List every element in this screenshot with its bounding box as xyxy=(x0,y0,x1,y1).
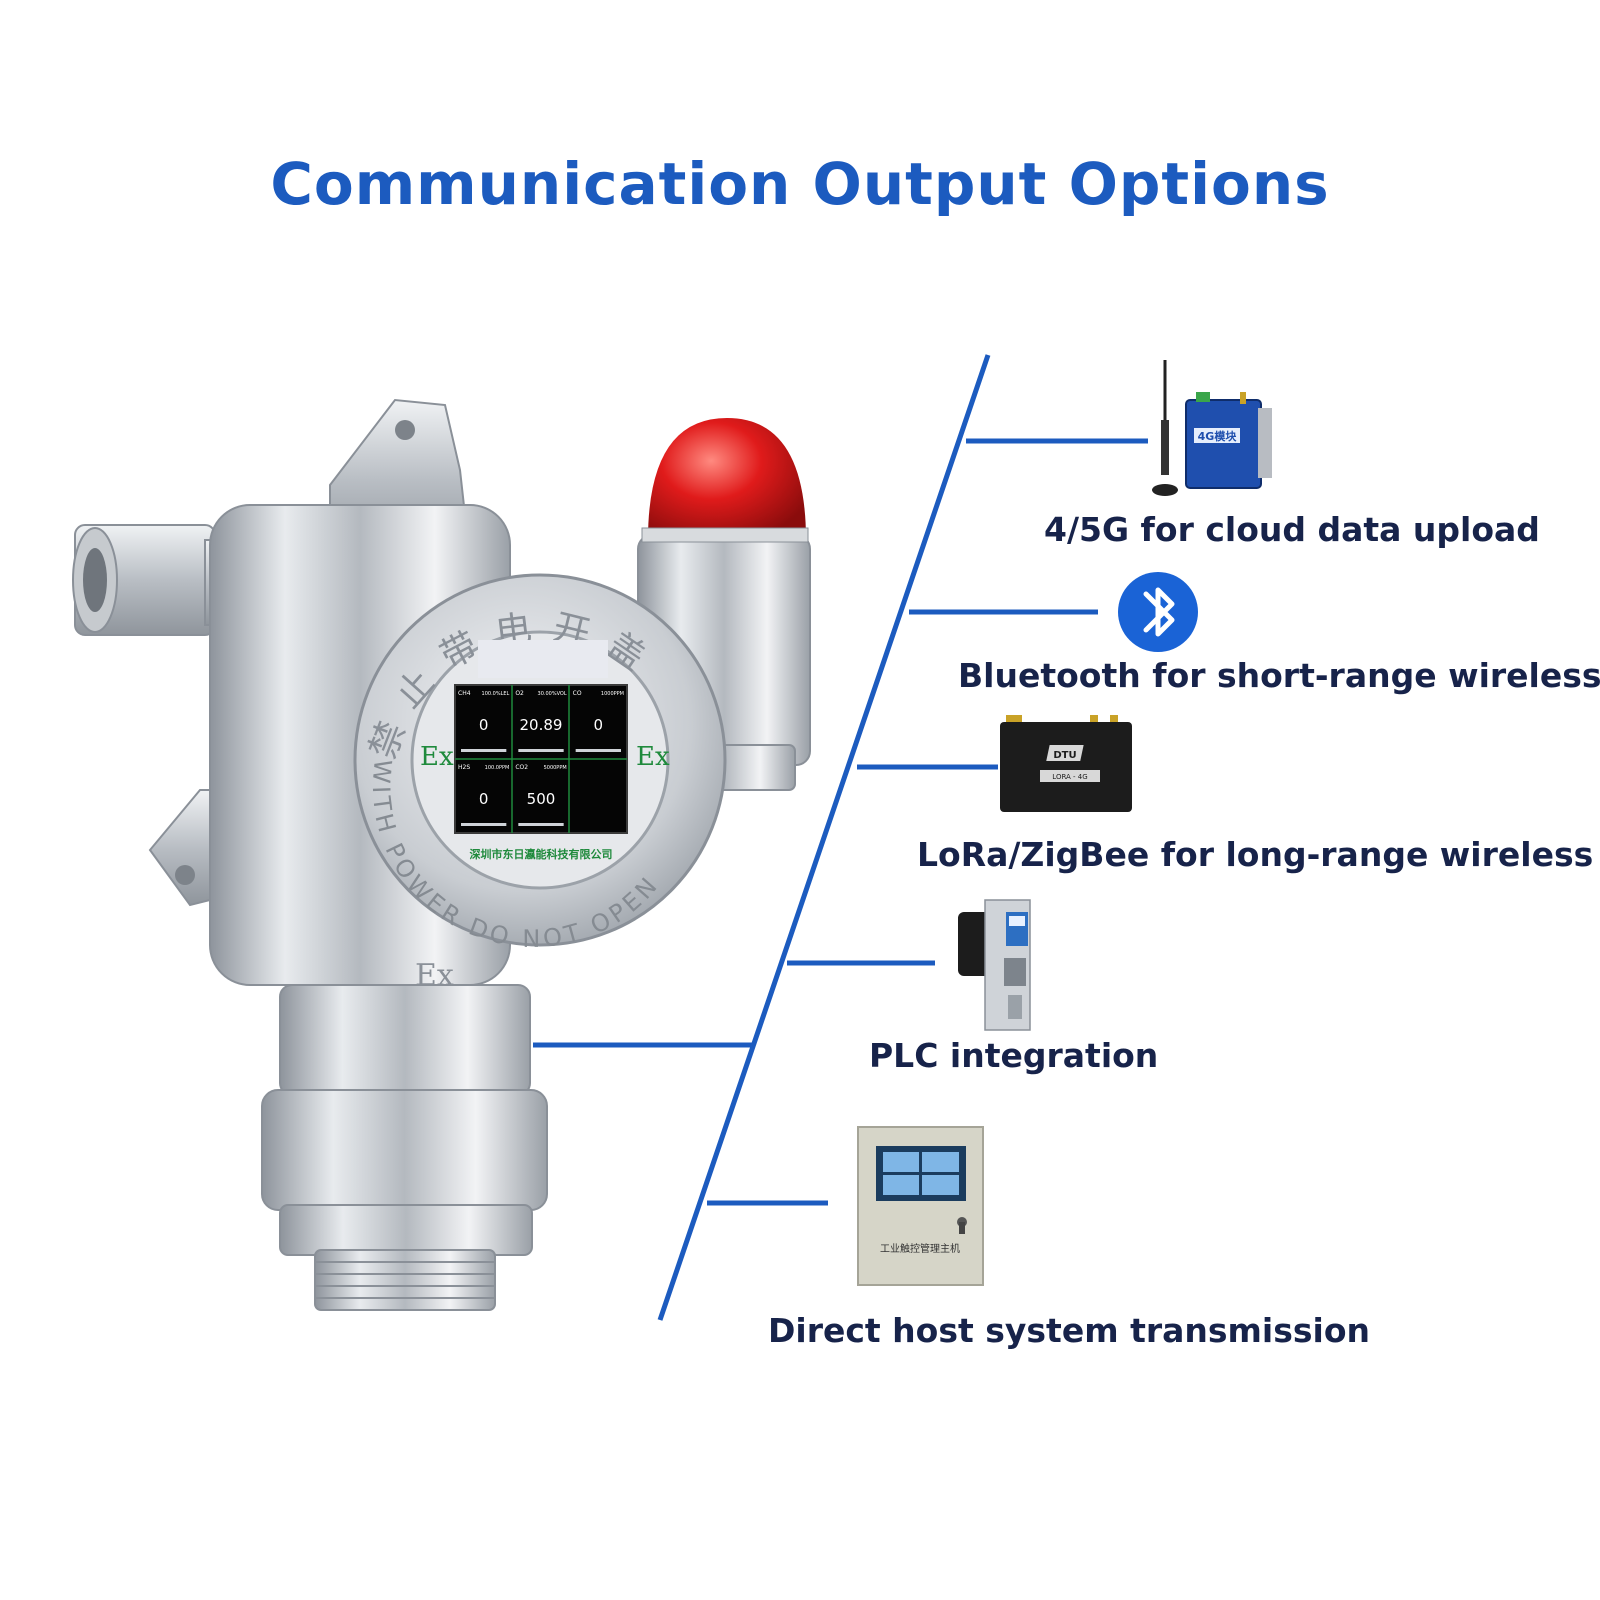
4g-module-icon: 4G模块 xyxy=(1152,360,1272,496)
gas-detector-device xyxy=(72,398,811,1311)
lora-dtu-icon: DTU LORA - 4G xyxy=(1000,715,1132,812)
screen-cell-gas: O2 xyxy=(515,690,524,697)
screen-cell-bar xyxy=(575,749,621,752)
ex-mark-right: Ex xyxy=(636,742,670,772)
screen-cell-gas: H2S xyxy=(458,764,470,771)
dtu-text: DTU xyxy=(1053,750,1076,761)
host-controller-text: 工业触控管理主机 xyxy=(880,1242,960,1255)
screen-cell-bar xyxy=(518,749,564,752)
option-label-plc: PLC integration xyxy=(869,1036,1159,1075)
screen-cell-gas: CO xyxy=(573,690,582,697)
option-label-host: Direct host system transmission xyxy=(768,1311,1370,1350)
screen-cell-value: 20.89 xyxy=(520,716,563,734)
4g-module-text: 4G模块 xyxy=(1198,429,1238,443)
screen-cell-bar xyxy=(461,823,507,826)
screen-cell-value: 0 xyxy=(479,716,489,734)
device-screen xyxy=(454,640,628,834)
plc-module-icon xyxy=(958,899,1031,1031)
screen-cell-range: 100.0%LEL xyxy=(482,691,510,697)
screen-cell-bar xyxy=(461,749,507,752)
option-label-lora-zigbee: LoRa/ZigBee for long-range wireless xyxy=(917,835,1594,874)
screen-cell-gas: CO2 xyxy=(515,764,528,771)
connector-branches xyxy=(707,438,1148,1206)
screen-cell-range: 100.0PPM xyxy=(485,765,510,771)
host-controller-icon: 工业触控管理主机 xyxy=(857,1126,984,1286)
company-name: 深圳市东日瀛能科技有限公司 xyxy=(470,847,613,861)
screen-cell-range: 30.00%VOL xyxy=(538,691,567,697)
screen-cell-value: 0 xyxy=(594,716,604,734)
screen-cell-value: 500 xyxy=(527,790,556,808)
screen-cell-gas: CH4 xyxy=(458,690,471,697)
option-label-cellular: 4/5G for cloud data upload xyxy=(1044,510,1540,549)
screen-cell-range: 1000PPM xyxy=(601,691,624,697)
screen-cell-value: 0 xyxy=(479,790,489,808)
dtu-subtext: LORA - 4G xyxy=(1052,773,1087,781)
bluetooth-icon xyxy=(1118,572,1198,652)
screen-cell-bar xyxy=(518,823,564,826)
page-title: Communication Output Options xyxy=(270,150,1330,218)
option-label-bluetooth: Bluetooth for short-range wireless xyxy=(958,656,1600,695)
ex-mark-body: Ex xyxy=(415,958,454,993)
connector-trunk xyxy=(533,354,991,1321)
ex-mark-left: Ex xyxy=(420,742,454,772)
screen-cell-range: 5000PPM xyxy=(544,765,567,771)
